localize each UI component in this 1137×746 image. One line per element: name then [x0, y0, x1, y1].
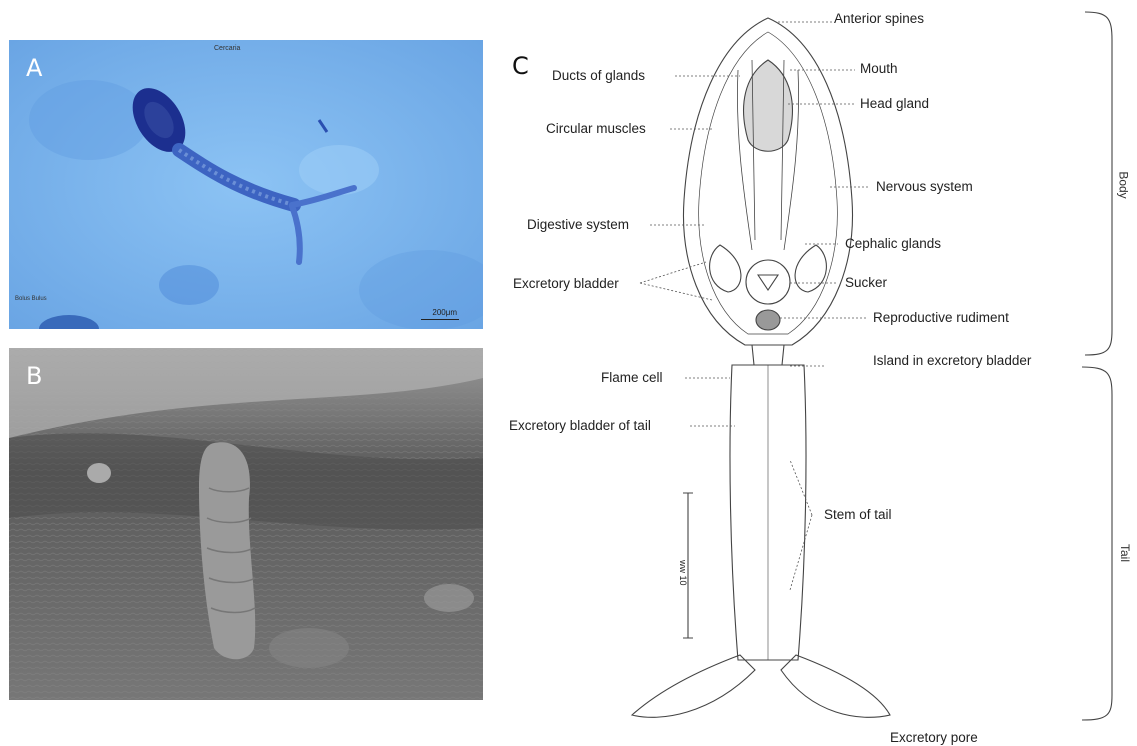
label-mouth: Mouth [860, 61, 898, 76]
label-anterior-spines: Anterior spines [834, 11, 924, 26]
label-head-gland: Head gland [860, 96, 929, 111]
label-nervous-system: Nervous system [876, 179, 973, 194]
label-island-in-excretory-bladder: Island in excretory bladder [873, 353, 1031, 368]
label-reproductive-rudiment: Reproductive rudiment [873, 310, 1009, 325]
label-sucker: Sucker [845, 275, 887, 290]
bracket-label-body: Body [1117, 171, 1131, 198]
label-circular-muscles: Circular muscles [546, 121, 646, 136]
bracket-label-tail: Tail [1118, 544, 1132, 562]
scale-bar-label: ww 10 [678, 560, 688, 586]
label-digestive-system: Digestive system [527, 217, 629, 232]
label-excretory-pore: Excretory pore [890, 730, 978, 745]
label-excretory-bladder-of-tail: Excretory bladder of tail [509, 418, 651, 433]
label-cephalic-glands: Cephalic glands [845, 236, 941, 251]
label-ducts-of-glands: Ducts of glands [552, 68, 645, 83]
label-excretory-bladder: Excretory bladder [513, 276, 619, 291]
label-stem-of-tail: Stem of tail [824, 507, 892, 522]
label-flame-cell: Flame cell [601, 370, 663, 385]
